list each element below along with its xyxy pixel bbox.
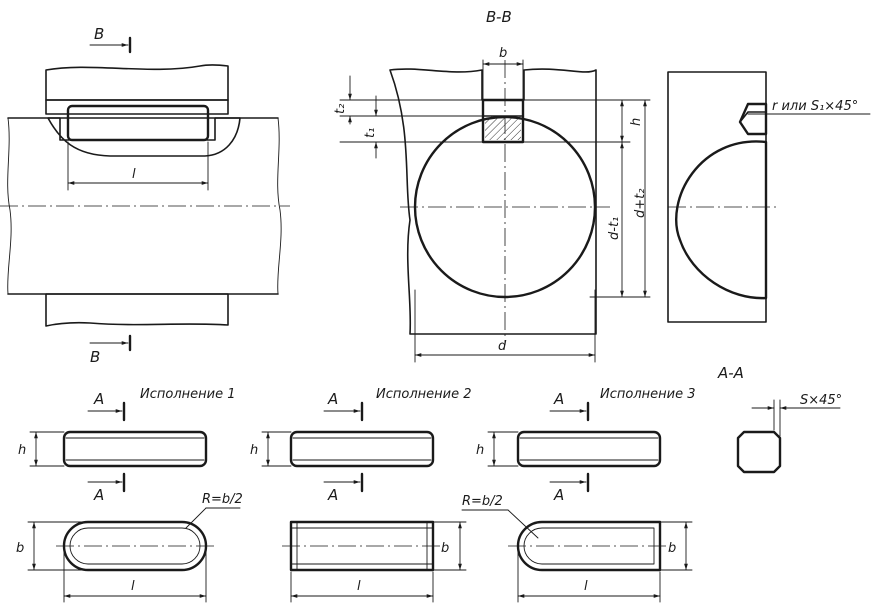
dim-d-plus-t2: d+t₂ (633, 189, 648, 218)
variant-3-dim-h: h (476, 443, 484, 458)
variant-3-dim-b: b (668, 541, 676, 556)
keyway-detail: r или S₁×45° (667, 71, 871, 323)
variant-2-dim-b: b (441, 541, 449, 556)
bb-key (481, 98, 525, 144)
section-bb: B-B b t₂ t₁ h d-t₁ d+t₂ (333, 8, 651, 363)
aa-key-section (736, 430, 782, 474)
variant-2-title: Исполнение 2 (376, 387, 471, 402)
variant-2-dim-h: h (250, 443, 258, 458)
dim-t2: t₂ (333, 104, 348, 114)
variant-1-mark-a-top: A (93, 390, 104, 408)
variant-3-title: Исполнение 3 (600, 387, 695, 402)
variant-1-dim-l: l (131, 579, 135, 594)
chamfer-note: r или S₁×45° (772, 99, 858, 114)
variant-1-title: Исполнение 1 (140, 387, 235, 402)
variant-2-mark-a-top: A (327, 390, 338, 408)
variant-3-mark-a-top: A (553, 390, 564, 408)
shaft-keyway-section (47, 117, 241, 157)
chamfer-aa: S×45° (800, 393, 842, 408)
variant-1-radius: R=b/2 (202, 492, 243, 507)
section-aa-title: A-A (717, 364, 744, 382)
dim-b-top: b (499, 46, 507, 61)
shaft-hub-view: l B B (0, 25, 290, 366)
dim-l-shaft: l (132, 167, 136, 182)
dim-d: d (498, 339, 507, 354)
dim-h-section: h (629, 118, 644, 126)
detail-shaft-arc (675, 140, 768, 300)
dim-t1: t₁ (363, 128, 378, 138)
hub-key-seat (45, 99, 229, 115)
hub-top-section (45, 64, 229, 101)
variant-1: Исполнение 1 h A A b l R=b/2 (16, 387, 243, 603)
variant-2-mark-a-bottom: A (327, 486, 338, 504)
variant-1-dim-b: b (16, 541, 24, 556)
bb-hub-section (389, 68, 597, 335)
variant-3: Исполнение 3 h A A b l R=b/2 (461, 387, 695, 603)
variant-1-dim-h: h (18, 443, 26, 458)
hub-bottom-section (45, 293, 229, 327)
dim-d-minus-t1: d-t₁ (607, 217, 622, 240)
variant-3-radius: R=b/2 (462, 494, 503, 509)
key-body (66, 104, 210, 142)
section-bb-title: B-B (486, 8, 512, 26)
mark-b-bottom: B (90, 348, 100, 366)
variant-3-dim-l: l (584, 579, 588, 594)
variant-1-mark-a-bottom: A (93, 486, 104, 504)
variant-2: Исполнение 2 h A A b l (250, 387, 471, 603)
section-aa: A-A S×45° (717, 364, 842, 474)
variant-3-mark-a-bottom: A (553, 486, 564, 504)
mark-b-top: B (94, 25, 104, 43)
variant-2-dim-l: l (357, 579, 361, 594)
